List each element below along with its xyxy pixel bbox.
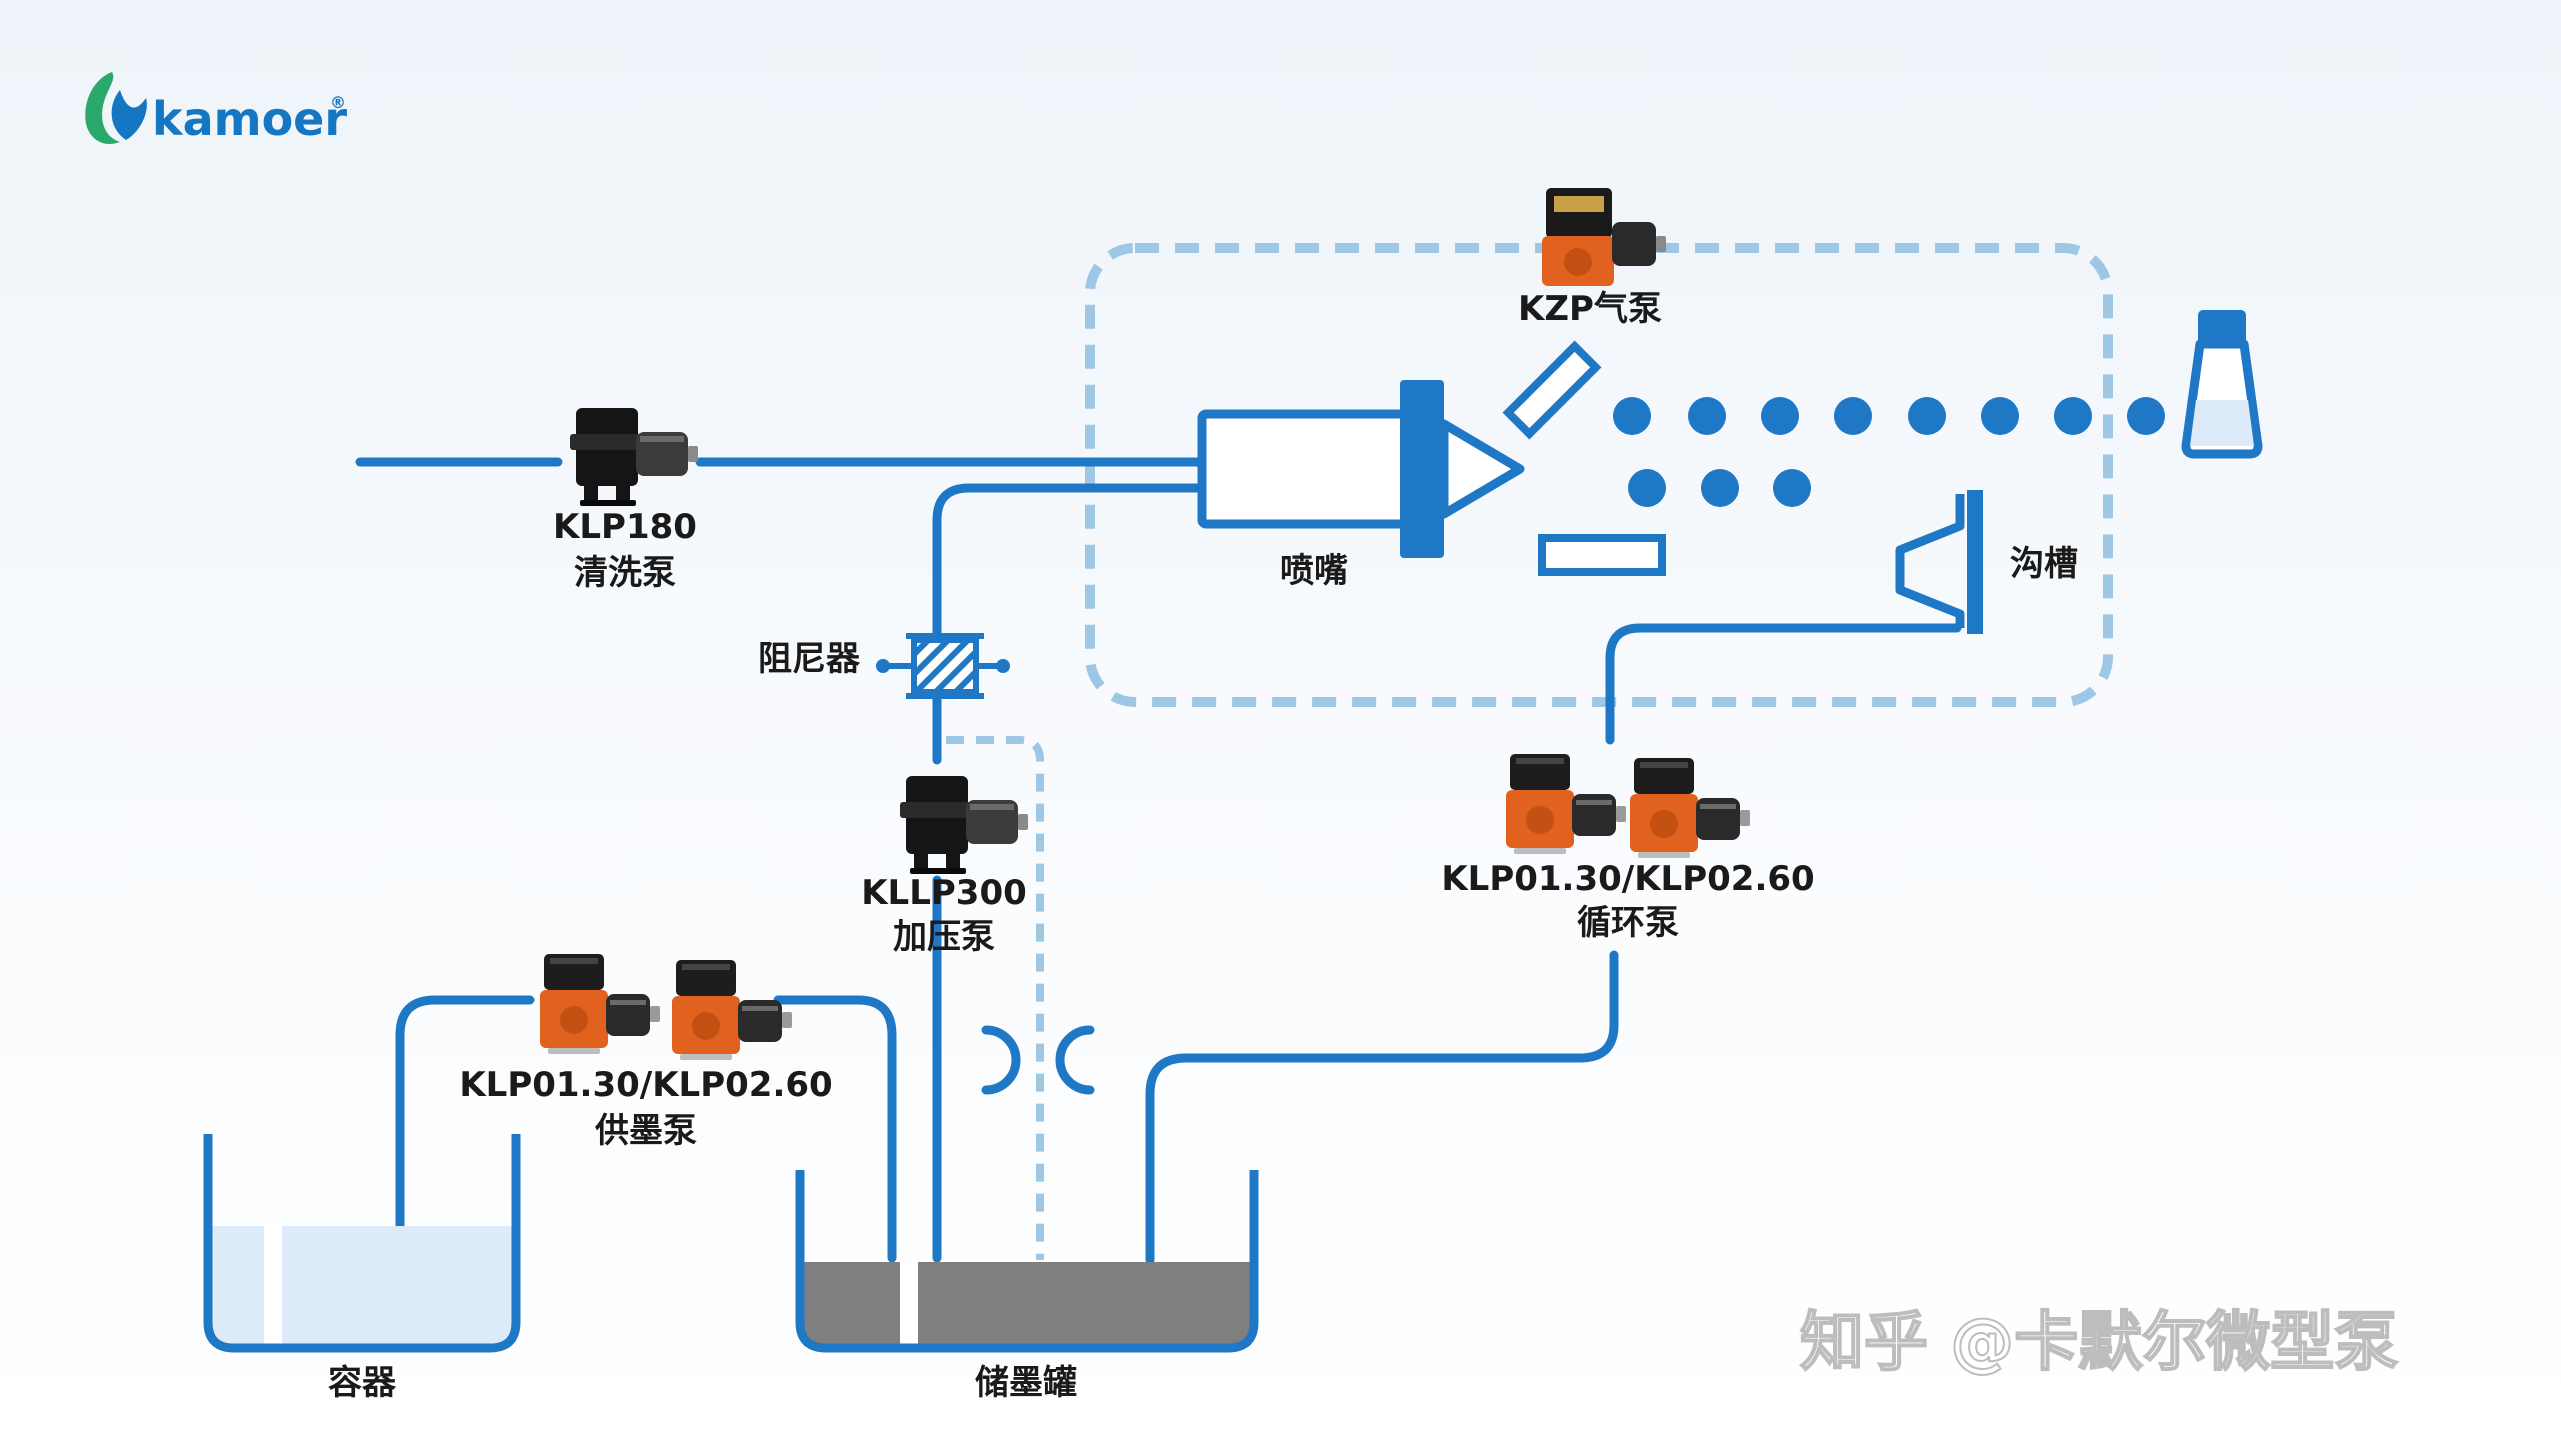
droplet bbox=[1908, 397, 1946, 435]
droplet bbox=[1701, 469, 1739, 507]
deflection-plate bbox=[1538, 534, 1666, 576]
orange-diaphragm-pump-icon bbox=[1630, 758, 1750, 858]
pipe-circulation-to-tank bbox=[1145, 950, 1619, 1265]
pump-image bbox=[1542, 188, 1666, 286]
droplet bbox=[2054, 397, 2092, 435]
pipe-gutter-to-circulation bbox=[1605, 623, 1962, 745]
nozzle-label: 喷嘴 bbox=[1280, 551, 1348, 591]
klp180-model-label: KLP180 bbox=[553, 507, 697, 547]
pipe-dashed-return bbox=[946, 736, 1044, 1260]
kllp300-model-label: KLLP300 bbox=[861, 873, 1027, 913]
klp180-role-label: 清洗泵 bbox=[574, 553, 676, 593]
droplet bbox=[1981, 397, 2019, 435]
registered-mark: ® bbox=[330, 93, 346, 112]
kllp300-booster-pump: KLLP300 加压泵 bbox=[861, 776, 1028, 957]
droplet bbox=[2127, 397, 2165, 435]
charge-electrode bbox=[1502, 340, 1602, 440]
solid-pipes bbox=[355, 457, 1962, 1265]
droplet bbox=[1628, 469, 1666, 507]
ink-tank-label: 储墨罐 bbox=[975, 1363, 1077, 1403]
droplet bbox=[1834, 397, 1872, 435]
nozzle-plate bbox=[1400, 380, 1444, 558]
droplet bbox=[1773, 469, 1811, 507]
nozzle-tip bbox=[1439, 419, 1525, 519]
container-label: 容器 bbox=[328, 1363, 397, 1403]
supply-pumps: KLP01.30/KLP02.60 供墨泵 bbox=[459, 954, 833, 1151]
damper-label: 阻尼器 bbox=[758, 639, 861, 679]
pipe-kllp300-to-nozzle bbox=[932, 483, 1205, 765]
supply-model-label: KLP01.30/KLP02.60 bbox=[459, 1065, 832, 1105]
orange-diaphragm-pump-icon bbox=[540, 954, 660, 1054]
kzp-pump-label: KZP气泵 bbox=[1518, 289, 1662, 329]
gutter-label: 沟槽 bbox=[2010, 544, 2078, 584]
bottle-icon bbox=[2181, 310, 2263, 459]
ink-droplets bbox=[1613, 397, 2165, 507]
nozzle-body bbox=[1197, 409, 1413, 529]
watermark: 知乎 @卡默尔微型泵 bbox=[1800, 1306, 2398, 1380]
droplet bbox=[1761, 397, 1799, 435]
black-diaphragm-pump-icon bbox=[900, 776, 1028, 874]
gutter: 沟槽 bbox=[1895, 490, 2078, 634]
kllp300-role-label: 加压泵 bbox=[893, 917, 995, 957]
check-valve-icon bbox=[981, 1025, 1095, 1095]
circulation-model-label: KLP01.30/KLP02.60 bbox=[1441, 859, 1814, 899]
circulation-pumps: KLP01.30/KLP02.60 循环泵 bbox=[1441, 754, 1815, 943]
pipe-supply-loop bbox=[395, 995, 897, 1263]
kzp-air-pump: KZP气泵 bbox=[1518, 188, 1666, 329]
container: 容器 bbox=[203, 1134, 521, 1403]
supply-role-label: 供墨泵 bbox=[594, 1111, 697, 1151]
damper: 阻尼器 bbox=[758, 633, 1010, 699]
orange-diaphragm-pump-icon bbox=[1506, 754, 1626, 854]
kamoer-logo-icon bbox=[85, 72, 147, 144]
brand-name: kamoer bbox=[152, 92, 347, 146]
droplet bbox=[1688, 397, 1726, 435]
ink-tank: 储墨罐 bbox=[795, 1170, 1259, 1403]
circulation-role-label: 循环泵 bbox=[1577, 903, 1679, 943]
kamoer-logo: kamoer ® bbox=[85, 72, 347, 146]
black-diaphragm-pump-icon bbox=[570, 408, 698, 506]
nozzle: 喷嘴 bbox=[1197, 380, 1525, 591]
droplet bbox=[1613, 397, 1651, 435]
klp180-cleaning-pump: KLP180 清洗泵 bbox=[553, 408, 698, 593]
orange-diaphragm-pump-icon bbox=[672, 960, 792, 1060]
dashed-pipes bbox=[946, 736, 1044, 1260]
